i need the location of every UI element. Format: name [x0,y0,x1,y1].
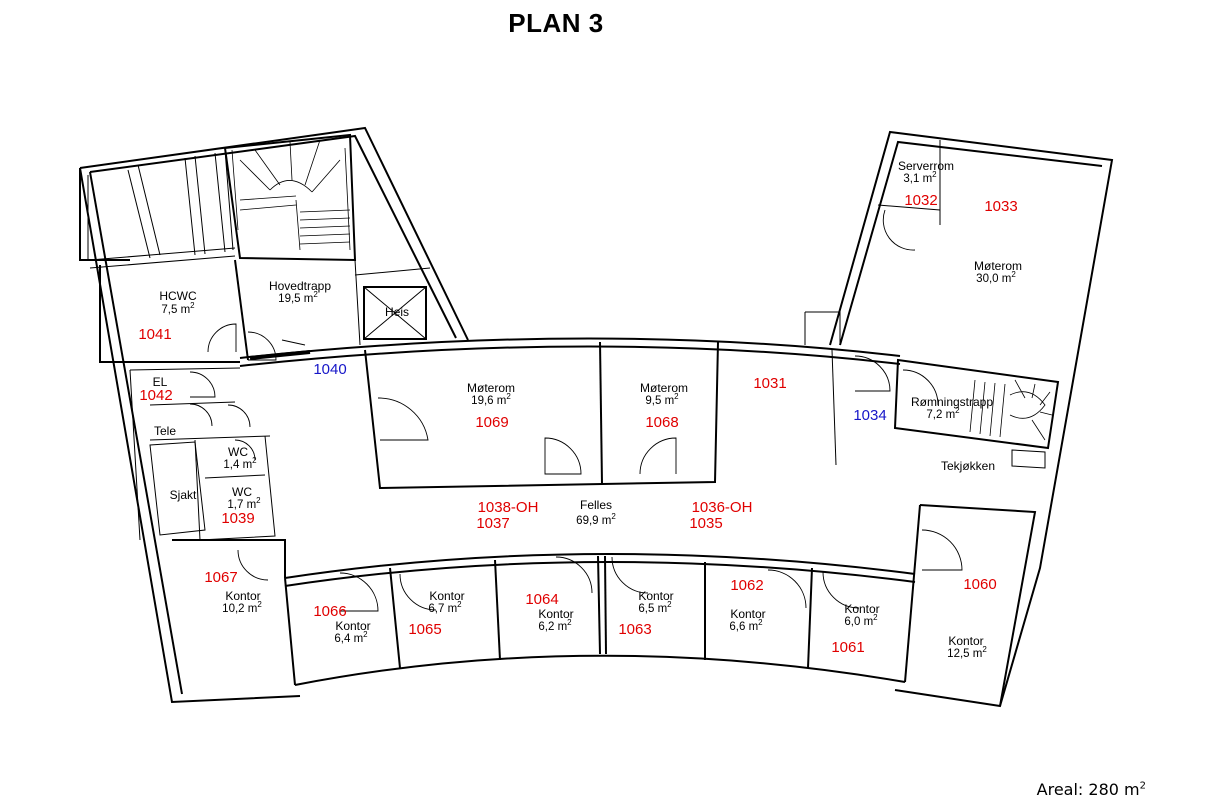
room-kontor-1065: Kontor 6,7 m2 1065 [408,589,464,638]
plan-title: PLAN 3 [508,8,604,38]
room-number: 1034 [853,407,886,424]
room-name: Tekjøkken [941,459,995,473]
hovedtrapp-stairs [231,139,351,251]
outer-walls [79,126,1114,708]
room-number: 1042 [139,387,172,404]
room-kontor-1067: 1067 Kontor 10,2 m2 [204,569,262,615]
room-name: EL [153,375,168,389]
room-number: 1064 [525,591,558,608]
room-kontor-1066: 1066 Kontor 6,4 m2 [313,603,370,645]
svg-text:6,5 m2: 6,5 m2 [638,600,672,615]
room-wc-2: WC 1,7 m2 1039 [221,485,261,527]
svg-text:1,4 m2: 1,4 m2 [223,456,257,471]
room-number: 1067 [204,569,237,586]
room-name: Serverrom [898,159,954,173]
room-number: 1040 [313,361,346,378]
zone-label: 1038-OH [478,499,539,516]
zone-label: 1036-OH [692,499,753,516]
room-kontor-1061: Kontor 6,0 m2 1061 [831,602,879,656]
room-name: Møterom [467,381,515,395]
room-name: Hovedtrapp [269,279,331,293]
interior-walls [87,133,1060,707]
room-number: 1060 [963,576,996,593]
svg-text:6,6 m2: 6,6 m2 [729,618,763,633]
room-name: Møterom [974,259,1022,273]
room-kontor-1064: 1064 Kontor 6,2 m2 [525,591,573,633]
room-romningstrapp: Rømningstrapp 7,2 m2 1034 [853,395,993,424]
room-moterom-1068: Møterom 9,5 m2 1068 [640,381,688,431]
total-area-label: Areal: 280 m2 [1036,780,1146,799]
room-name: Felles [580,498,612,512]
svg-text:6,7 m2: 6,7 m2 [428,600,462,615]
room-el: EL 1042 [139,375,172,404]
room-number: 1031 [753,375,786,392]
room-name: Kontor [429,589,464,603]
room-name: Kontor [844,602,879,616]
room-name: Kontor [225,589,260,603]
svg-text:10,2 m2: 10,2 m2 [222,600,262,615]
room-number: 1061 [831,639,864,656]
room-kontor-1063: Kontor 6,5 m2 1063 [618,589,673,638]
room-kontor-1062: 1062 Kontor 6,6 m2 [729,577,765,633]
room-name: Kontor [730,607,765,621]
room-kontor-1060: 1060 Kontor 12,5 m2 [947,576,997,660]
room-number: 1062 [730,577,763,594]
room-number: 1039 [221,510,254,527]
room-name: Kontor [335,619,370,633]
svg-text:7,2 m2: 7,2 m2 [926,406,960,421]
room-number: 1065 [408,621,441,638]
room-name: Heis [385,305,409,319]
room-name: HCWC [159,289,197,303]
room-name: Kontor [638,589,673,603]
room-sjakt: Sjakt [170,488,197,502]
room-moterom-1033: 1033 Møterom 30,0 m2 [974,198,1022,285]
room-name: WC [228,445,248,459]
room-number: 1068 [645,414,678,431]
svg-text:9,5 m2: 9,5 m2 [645,392,679,407]
svg-text:6,4 m2: 6,4 m2 [334,630,368,645]
room-number: 1033 [984,198,1017,215]
svg-text:3,1 m2: 3,1 m2 [903,170,937,185]
svg-text:6,2 m2: 6,2 m2 [538,618,572,633]
room-tele: Tele [154,424,176,438]
room-name: Rømningstrapp [911,395,993,409]
doors [189,209,963,612]
room-name: Sjakt [170,488,197,502]
room-name: Kontor [538,607,573,621]
room-1031: 1031 [753,375,786,392]
room-hcwc: HCWC 7,5 m2 1041 [138,289,197,343]
svg-text:7,5 m2: 7,5 m2 [161,301,195,316]
svg-text:12,5 m2: 12,5 m2 [947,645,987,660]
romningstrapp-stairs [969,379,1053,441]
room-name: Tele [154,424,176,438]
room-name: WC [232,485,252,499]
room-tekjokken: Tekjøkken [941,459,995,473]
svg-text:1,7 m2: 1,7 m2 [227,496,261,511]
room-felles: Felles 69,9 m2 1038-OH 1037 1036-OH 1035 [476,498,752,532]
svg-text:69,9 m2: 69,9 m2 [576,512,616,527]
room-name: Møterom [640,381,688,395]
zone-label: 1037 [476,515,509,532]
room-number: 1063 [618,621,651,638]
svg-text:6,0 m2: 6,0 m2 [844,613,878,628]
room-heis: Heis [385,305,409,319]
room-serverrom: Serverrom 3,1 m2 1032 [898,159,954,209]
room-number: 1069 [475,414,508,431]
room-number: 1066 [313,603,346,620]
svg-text:19,6 m2: 19,6 m2 [471,392,511,407]
room-number: 1041 [138,326,171,343]
svg-text:30,0 m2: 30,0 m2 [976,270,1016,285]
room-name: Kontor [948,634,983,648]
zone-label: 1035 [689,515,722,532]
svg-text:19,5 m2: 19,5 m2 [278,290,318,305]
room-moterom-1069: Møterom 19,6 m2 1069 [467,381,515,431]
room-wc-1: WC 1,4 m2 [223,445,257,471]
room-hovedtrapp: Hovedtrapp 19,5 m2 1040 [269,279,347,378]
room-number: 1032 [904,192,937,209]
